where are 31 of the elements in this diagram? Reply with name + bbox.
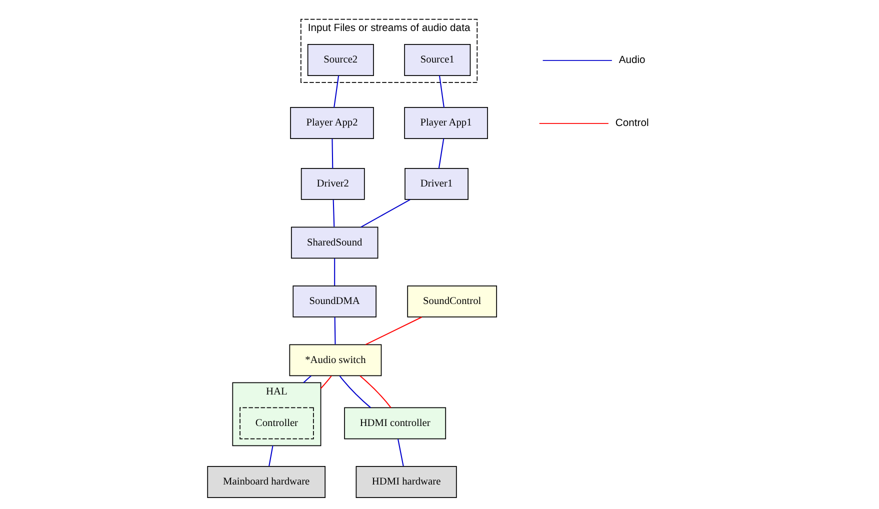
- legend-label: Control: [614, 118, 648, 129]
- connector: [360, 198, 410, 228]
- node-box: SharedSound: [290, 226, 378, 258]
- connector: [338, 375, 370, 408]
- connector: [320, 375, 332, 388]
- node-box: Source1: [404, 43, 470, 76]
- connector: [359, 375, 391, 408]
- node-box: SoundDMA: [292, 284, 376, 317]
- connector: [268, 445, 273, 466]
- connector: [364, 316, 422, 345]
- node-box: Source2: [306, 43, 374, 76]
- connector: [438, 75, 444, 108]
- node-box: Driver1: [404, 167, 468, 200]
- connector: [331, 138, 333, 168]
- connector: [334, 258, 335, 285]
- connector: [333, 75, 339, 108]
- connector: [332, 199, 334, 226]
- connector: [334, 316, 336, 344]
- node-box: Controller: [239, 406, 314, 439]
- connector: [438, 138, 444, 168]
- node-box: Player App2: [290, 106, 374, 139]
- node-box: Driver2: [300, 167, 364, 200]
- node-box: Player App1: [404, 106, 488, 139]
- node-box: HDMI controller: [344, 406, 446, 439]
- node-box: Mainboard hardware: [206, 466, 326, 498]
- connector: [302, 375, 311, 383]
- node-box: HDMI hardware: [355, 466, 456, 498]
- connector: [397, 438, 404, 466]
- node-box: *Audio switch: [288, 344, 382, 376]
- legend-label: Audio: [618, 54, 645, 66]
- node-box: SoundControl: [406, 284, 497, 317]
